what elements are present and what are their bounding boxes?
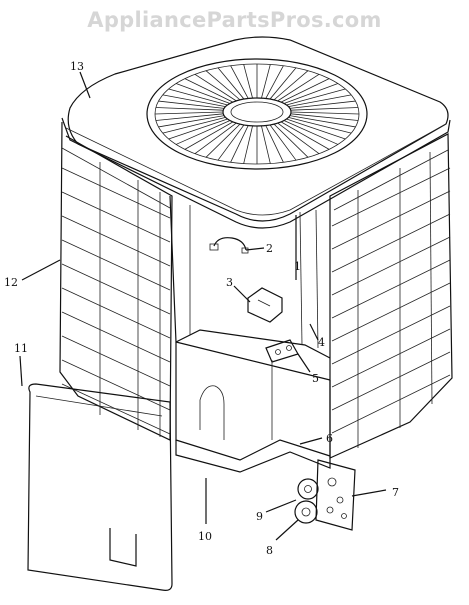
- grille-spoke: [168, 118, 228, 140]
- grille-spoke: [261, 64, 271, 99]
- coil-guard-rib: [331, 259, 451, 319]
- grille-spoke: [158, 100, 225, 109]
- control-area: [169, 195, 331, 381]
- callout-5: 5: [312, 372, 319, 385]
- grille-spoke: [184, 78, 234, 103]
- grille-spoke: [283, 83, 339, 104]
- grille-spoke: [261, 125, 271, 164]
- grille-spoke: [154, 111, 224, 115]
- grille-spoke: [230, 65, 249, 99]
- coil-guard-rib: [331, 236, 451, 296]
- coil-guard-rib: [331, 190, 451, 250]
- grille-spoke: [217, 124, 245, 161]
- coil-guard-rib: [61, 359, 171, 411]
- watermark-logo: AppliancePartsPros.com: [87, 8, 382, 32]
- grille-spoke: [243, 125, 253, 164]
- grille-spoke: [288, 94, 352, 108]
- grille-spoke: [269, 67, 297, 100]
- grille-spoke: [288, 116, 352, 134]
- access-panel: [27, 383, 173, 591]
- grille-spoke: [290, 107, 359, 111]
- right-coil-guard: [329, 133, 453, 459]
- coil-guard-rib: [331, 213, 451, 273]
- grille-spoke: [155, 107, 224, 111]
- base-pan: [175, 342, 331, 473]
- grille-spoke: [205, 123, 241, 158]
- callout-labels: 13 2 1 3 12 4 11 5 6 7 9 8 10: [4, 60, 399, 557]
- callout-9: 9: [256, 510, 263, 523]
- callout-1: 1: [294, 260, 301, 273]
- grille-spoke: [280, 78, 330, 103]
- grille-spoke: [283, 120, 339, 145]
- grille-spoke: [289, 100, 356, 109]
- callout-10: 10: [198, 530, 212, 543]
- grommet-8: [294, 500, 318, 524]
- coil-guard-rib: [331, 351, 451, 411]
- coil-guard-rib: [331, 305, 451, 365]
- grommet-plate: [315, 459, 356, 531]
- coil-guard-rib: [331, 328, 451, 388]
- grille-spoke: [168, 88, 228, 106]
- grille-spoke: [273, 70, 309, 101]
- coil-guard-rib: [61, 167, 171, 219]
- grille-spoke: [158, 115, 225, 128]
- grille-spoke: [277, 122, 320, 154]
- grille-spoke: [277, 73, 320, 102]
- grommet-9: [297, 478, 319, 500]
- grille-spoke: [286, 118, 346, 140]
- grille-spoke: [155, 113, 224, 121]
- coil-guard-rib: [331, 374, 451, 434]
- left-coil-guard: [59, 121, 173, 441]
- grille-spoke: [162, 116, 226, 134]
- fan-grille: [146, 58, 368, 170]
- callout-3: 3: [226, 276, 233, 289]
- grille-spoke: [286, 88, 346, 106]
- top-cover: [61, 36, 451, 229]
- callout-8: 8: [266, 544, 273, 557]
- callout-6: 6: [326, 432, 333, 445]
- coil-guard-rib: [331, 282, 451, 342]
- coil-guard-rib: [61, 263, 171, 315]
- grille-spoke: [175, 83, 231, 104]
- grille-spoke: [194, 73, 237, 102]
- grille-spoke: [205, 70, 241, 101]
- callout-4: 4: [318, 336, 325, 349]
- grille-spoke: [162, 94, 226, 108]
- grille-spoke: [269, 124, 297, 161]
- callout-7: 7: [392, 486, 399, 499]
- coil-guard-rib: [61, 215, 171, 267]
- grille-spoke: [243, 64, 253, 99]
- grille-spoke: [273, 123, 309, 158]
- grille-spoke: [265, 125, 284, 163]
- grille-spoke: [175, 120, 231, 145]
- grille-spoke: [230, 125, 249, 163]
- grille-spoke: [184, 121, 234, 150]
- grille-spoke: [280, 121, 330, 150]
- coil-guard-rib: [61, 239, 171, 291]
- coil-guard-rib: [61, 191, 171, 243]
- leader-lines: [19, 71, 387, 541]
- callout-13: 13: [70, 60, 84, 73]
- callout-2: 2: [266, 242, 273, 255]
- grille-spoke: [194, 122, 237, 154]
- callout-12: 12: [4, 276, 18, 289]
- coil-guard-rib: [61, 335, 171, 387]
- grille-spoke: [290, 113, 359, 121]
- grille-spoke: [290, 111, 360, 115]
- grille-spoke: [289, 115, 356, 128]
- grille-spoke: [265, 65, 284, 99]
- coil-guard-rib: [61, 287, 171, 339]
- coil-guard-rib: [61, 311, 171, 363]
- callout-11: 11: [14, 342, 28, 355]
- grille-spoke: [217, 67, 245, 100]
- coil-guard-rib: [331, 167, 451, 227]
